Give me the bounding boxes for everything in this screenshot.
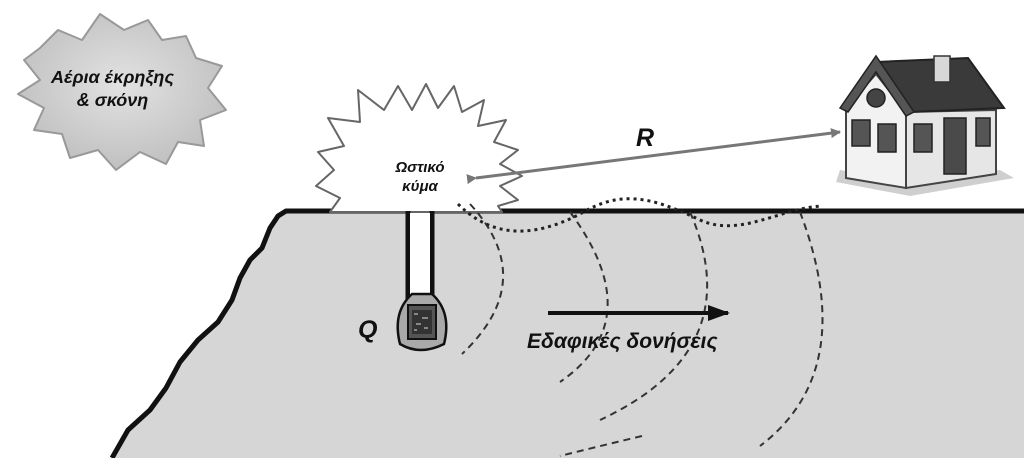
gas-cloud bbox=[17, 13, 227, 171]
ground-surface-line bbox=[109, 208, 1024, 458]
borehole bbox=[405, 211, 435, 303]
shock-wave-label: Ωστικό κύμα bbox=[372, 158, 468, 196]
gas-cloud-label: Αέρια έκρηξης & σκόνη bbox=[30, 66, 195, 112]
distance-arrow bbox=[466, 128, 841, 185]
gas-cloud-label-line1: Αέρια έκρηξης bbox=[50, 67, 175, 87]
vibration-label: Εδαφικές δονήσεις bbox=[527, 330, 718, 353]
surface-wave bbox=[456, 197, 823, 233]
seismic-wavefronts bbox=[461, 203, 824, 457]
shock-wave-label-line1: Ωστικό bbox=[395, 159, 445, 176]
shock-wave-label-line2: κύμα bbox=[402, 178, 438, 195]
distance-label: R bbox=[636, 124, 655, 152]
charge-label: Q bbox=[358, 316, 378, 344]
explosive-charge bbox=[396, 292, 448, 352]
gas-cloud-label-line2: & σκόνη bbox=[76, 90, 149, 110]
ground bbox=[112, 211, 1024, 458]
house-icon bbox=[836, 54, 1014, 196]
